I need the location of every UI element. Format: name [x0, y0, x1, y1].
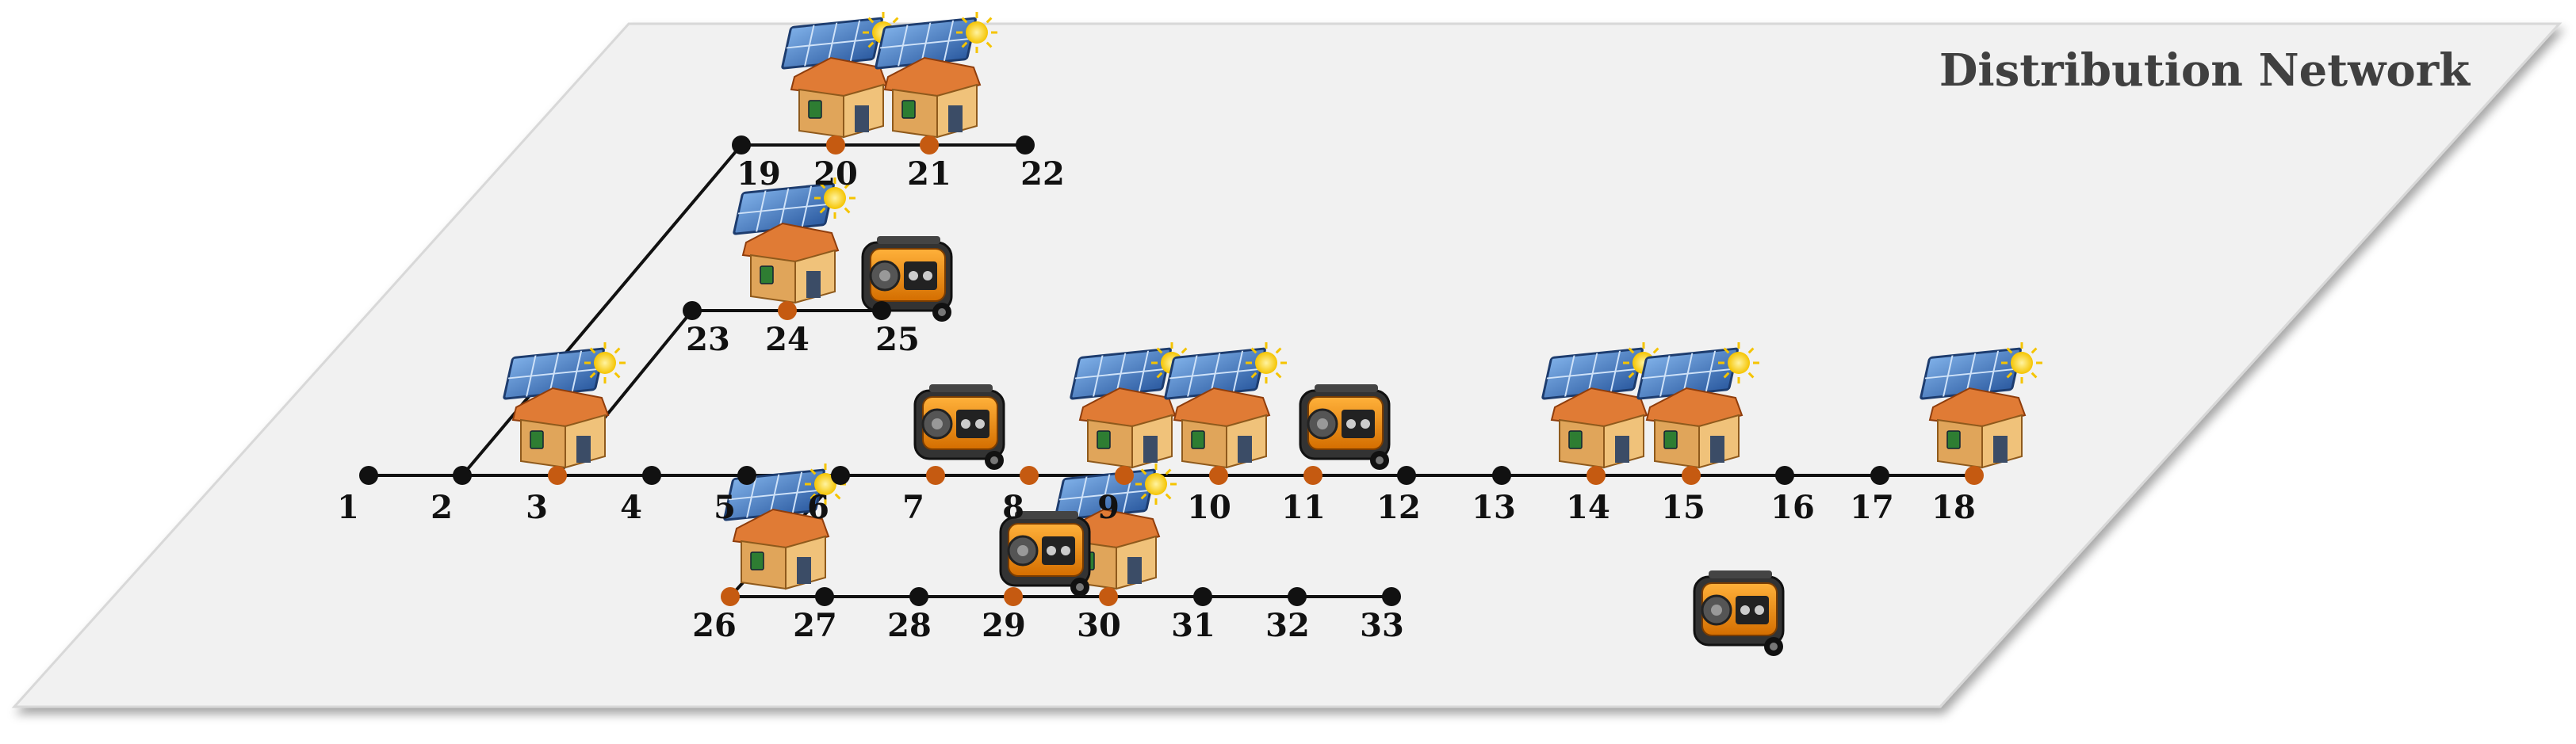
generator-icon — [861, 236, 953, 322]
bus-label-1: 1 — [337, 489, 359, 526]
bus-node-32 — [1288, 587, 1307, 606]
bus-label-30: 30 — [1077, 607, 1121, 644]
bus-label-32: 32 — [1265, 607, 1310, 644]
bus-node-20 — [826, 135, 845, 155]
bus-label-12: 12 — [1376, 489, 1421, 526]
bus-label-33: 33 — [1360, 607, 1404, 644]
bus-label-7: 7 — [902, 489, 924, 526]
bus-node-22 — [1016, 135, 1035, 155]
pv-house-icon — [503, 342, 626, 469]
bus-node-29 — [1004, 587, 1023, 606]
bus-label-6: 6 — [807, 489, 829, 526]
generator-icon — [999, 511, 1091, 597]
bus-label-10: 10 — [1187, 489, 1231, 526]
bus-node-26 — [721, 587, 740, 606]
bus-node-9 — [1115, 466, 1134, 485]
bus-node-16 — [1775, 466, 1794, 485]
bus-label-14: 14 — [1566, 489, 1610, 526]
bus-node-13 — [1492, 466, 1511, 485]
bus-label-5: 5 — [714, 489, 736, 526]
bus-label-25: 25 — [875, 321, 920, 358]
bus-node-18 — [1965, 466, 1984, 485]
pv-house-icon — [1920, 342, 2042, 469]
bus-nodes — [359, 135, 1984, 606]
bus-node-17 — [1870, 466, 1889, 485]
pv-house-icon — [781, 12, 904, 139]
bus-label-2: 2 — [431, 489, 453, 526]
bus-node-24 — [778, 301, 797, 320]
bus-node-21 — [920, 135, 939, 155]
bus-label-16: 16 — [1770, 489, 1815, 526]
generator-icon — [1299, 384, 1391, 470]
bus-node-14 — [1587, 466, 1606, 485]
bus-label-20: 20 — [813, 155, 858, 193]
pv-house-icon — [733, 177, 855, 304]
pv-house-icon — [723, 464, 846, 590]
der-devices — [503, 12, 2042, 656]
pv-house-icon — [1164, 342, 1287, 469]
bus-label-23: 23 — [686, 321, 730, 358]
bus-node-25 — [872, 301, 891, 320]
bus-node-27 — [815, 587, 834, 606]
bus-label-4: 4 — [620, 489, 642, 526]
bus-label-31: 31 — [1171, 607, 1215, 644]
bus-label-26: 26 — [692, 607, 737, 644]
bus-node-19 — [732, 135, 751, 155]
bus-node-31 — [1193, 587, 1212, 606]
bus-node-11 — [1303, 466, 1322, 485]
bus-node-2 — [453, 466, 472, 485]
bus-label-15: 15 — [1661, 489, 1705, 526]
pv-house-icon — [1636, 342, 1759, 469]
bus-node-4 — [642, 466, 661, 485]
line-2-19 — [461, 143, 743, 477]
bus-label-22: 22 — [1020, 155, 1065, 193]
bus-label-18: 18 — [1931, 489, 1976, 526]
network-plane — [11, 22, 2563, 708]
bus-node-8 — [1020, 466, 1039, 485]
bus-label-9: 9 — [1097, 489, 1120, 526]
pv-house-icon — [1070, 342, 1192, 469]
generator-icon — [1693, 570, 1785, 656]
bus-node-7 — [926, 466, 945, 485]
bus-label-21: 21 — [907, 155, 951, 193]
bus-node-5 — [737, 466, 756, 485]
bus-label-29: 29 — [982, 607, 1026, 644]
bus-label-3: 3 — [526, 489, 548, 526]
bus-label-24: 24 — [765, 321, 810, 358]
generator-icon — [913, 384, 1005, 470]
bus-label-27: 27 — [793, 607, 837, 644]
bus-label-28: 28 — [887, 607, 932, 644]
bus-node-28 — [909, 587, 928, 606]
bus-node-10 — [1209, 466, 1228, 485]
bus-node-12 — [1397, 466, 1416, 485]
bus-node-6 — [831, 466, 850, 485]
bus-label-13: 13 — [1472, 489, 1516, 526]
pv-house-icon — [1541, 342, 1664, 469]
bus-label-8: 8 — [1002, 489, 1024, 526]
bus-label-11: 11 — [1281, 489, 1326, 526]
bus-node-3 — [548, 466, 567, 485]
bus-node-30 — [1099, 587, 1118, 606]
bus-node-33 — [1382, 587, 1401, 606]
pv-house-icon — [875, 12, 997, 139]
bus-node-15 — [1682, 466, 1701, 485]
diagram-title: Distribution Network — [1939, 44, 2471, 97]
bus-label-17: 17 — [1850, 489, 1894, 526]
bus-node-1 — [359, 466, 378, 485]
bus-label-19: 19 — [737, 155, 781, 193]
bus-node-23 — [683, 301, 702, 320]
